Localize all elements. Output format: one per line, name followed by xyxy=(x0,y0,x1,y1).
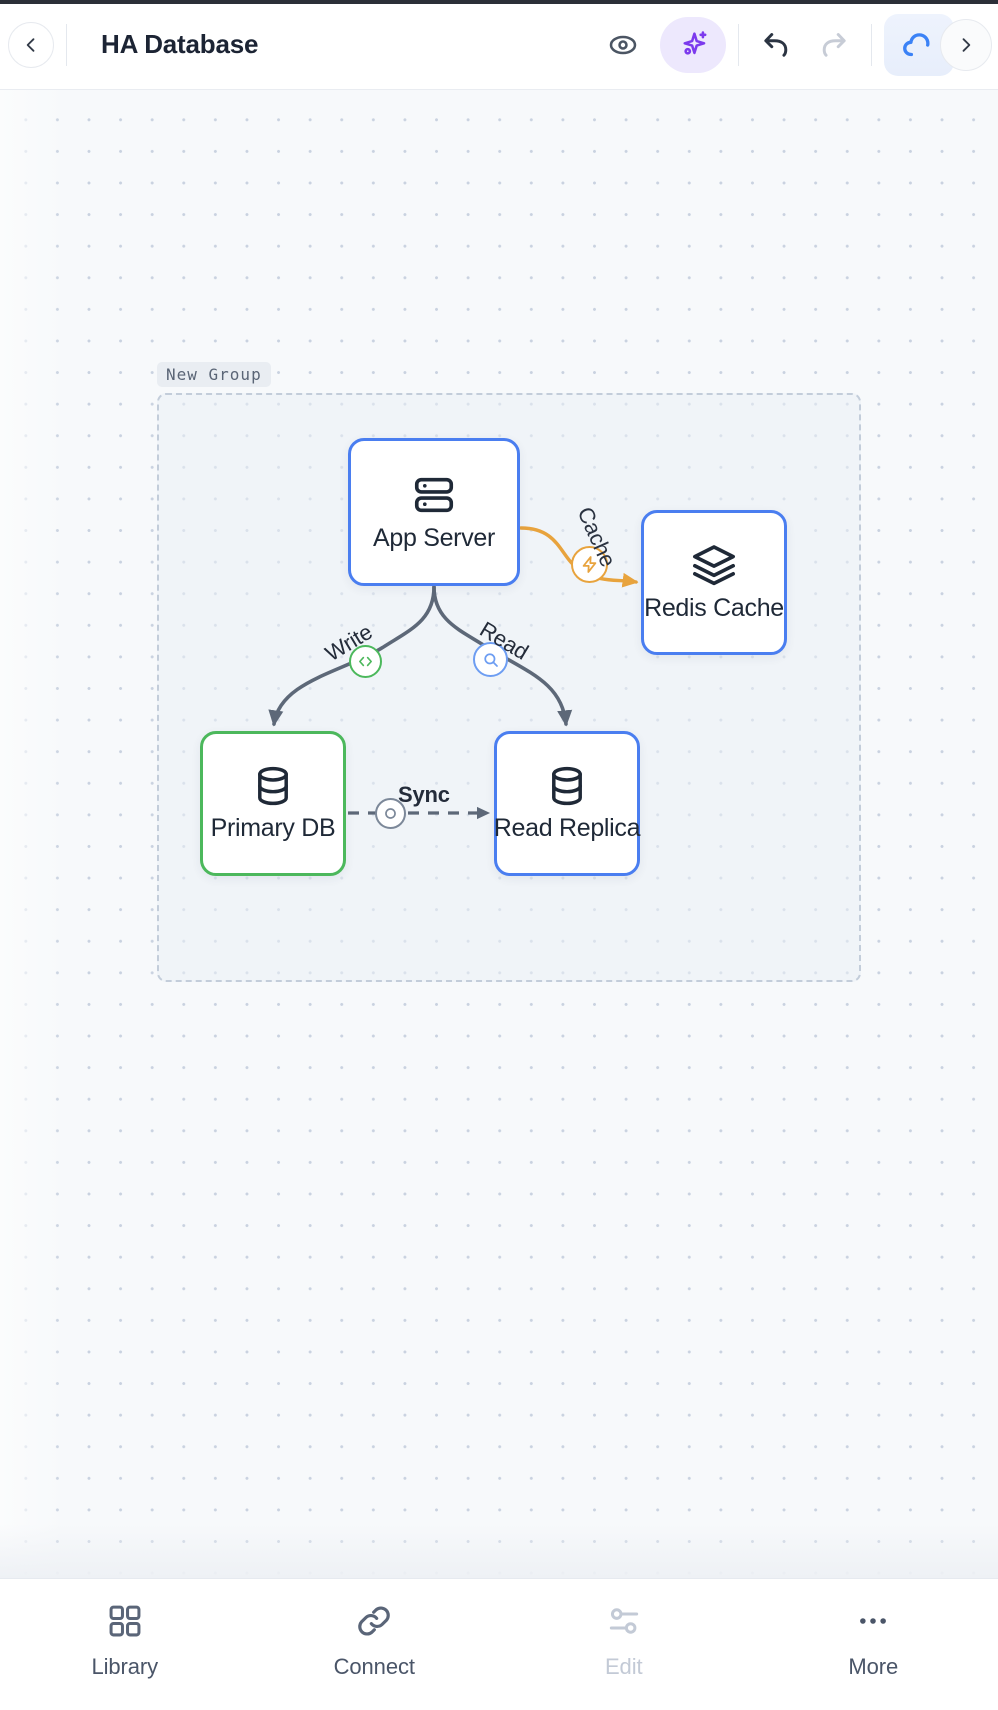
header-divider-left xyxy=(66,23,67,66)
diagram-canvas[interactable]: New Group xyxy=(0,90,998,1578)
chevron-right-icon xyxy=(962,37,971,52)
node-primary-db[interactable]: Primary DB xyxy=(200,731,346,876)
node-label: Read Replica xyxy=(493,814,641,842)
server-icon xyxy=(414,477,454,512)
eye-icon xyxy=(609,35,637,54)
nav-label: Connect xyxy=(333,1654,415,1679)
preview-button[interactable] xyxy=(596,18,650,72)
nav-item-more[interactable]: More xyxy=(749,1601,998,1680)
undo-button[interactable] xyxy=(751,18,805,72)
database-icon xyxy=(552,766,582,806)
app-header: HA Database xyxy=(0,0,998,90)
node-icon-wrap xyxy=(691,542,737,588)
forward-button[interactable] xyxy=(940,18,992,71)
nav-item-library[interactable]: Library xyxy=(0,1601,250,1680)
edge-badge-cache[interactable] xyxy=(571,546,608,583)
nav-icon-wrap xyxy=(354,1601,394,1641)
ellipsis-icon xyxy=(860,1618,887,1624)
group-label[interactable]: New Group xyxy=(157,362,271,387)
node-redis-cache[interactable]: Redis Cache xyxy=(641,510,787,655)
node-icon-wrap xyxy=(251,764,295,808)
node-label: App Server xyxy=(372,523,496,552)
edge-badge-read[interactable] xyxy=(473,642,508,677)
edge-badge-write[interactable] xyxy=(349,645,382,678)
link-icon xyxy=(358,1606,391,1636)
node-app-server[interactable]: App Server xyxy=(348,438,520,586)
ai-assist-button[interactable] xyxy=(660,16,726,73)
nav-item-connect[interactable]: Connect xyxy=(250,1601,500,1680)
redo-icon xyxy=(822,32,846,57)
undo-icon xyxy=(764,32,788,57)
edge-label-sync: Sync xyxy=(398,782,450,807)
database-icon xyxy=(258,766,288,806)
chevron-left-icon xyxy=(26,37,35,52)
layers-icon xyxy=(693,545,735,586)
grid-icon xyxy=(109,1605,141,1637)
header-divider-mid xyxy=(738,23,739,66)
nav-icon-wrap xyxy=(106,1601,144,1641)
nav-label: Library xyxy=(91,1654,159,1679)
edge-badge-sync[interactable] xyxy=(375,798,406,829)
nav-icon-wrap xyxy=(605,1601,643,1641)
node-label: Redis Cache xyxy=(644,594,784,622)
sliders-icon xyxy=(609,1608,638,1634)
code-brackets-icon xyxy=(359,656,372,667)
cloud-icon xyxy=(903,32,930,56)
search-icon xyxy=(483,652,498,667)
node-label: Primary DB xyxy=(210,814,336,842)
nav-item-edit[interactable]: Edit xyxy=(499,1601,749,1680)
lightning-icon xyxy=(582,556,597,573)
nav-label: More xyxy=(848,1654,899,1679)
node-read-replica[interactable]: Read Replica xyxy=(493,731,641,876)
bottom-toolbar: Library Connect Edit xyxy=(0,1578,998,1710)
nav-icon-wrap xyxy=(854,1601,892,1641)
sparkle-icon xyxy=(683,30,707,55)
status-bar-strip xyxy=(0,0,998,4)
page-title: HA Database xyxy=(101,29,259,59)
circle-dot-icon xyxy=(385,808,396,819)
back-button[interactable] xyxy=(8,21,54,68)
node-icon-wrap xyxy=(411,472,457,518)
nav-label: Edit xyxy=(604,1654,643,1679)
edge-write[interactable] xyxy=(268,585,436,727)
node-icon-wrap xyxy=(545,764,589,808)
redo-button[interactable] xyxy=(805,18,859,72)
header-divider-right xyxy=(871,23,872,66)
